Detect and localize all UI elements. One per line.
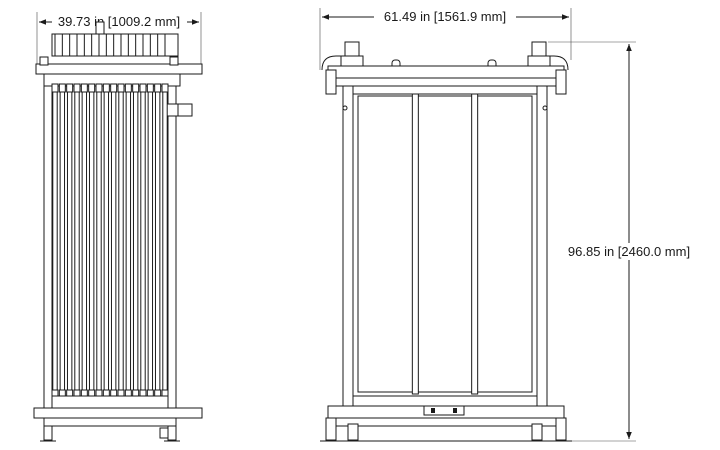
front-frame <box>342 85 548 423</box>
side-width-dimension: 39.73 in [1009.2 mm] <box>36 12 202 70</box>
front-bottom-header <box>320 395 572 442</box>
tube <box>58 83 66 399</box>
front-height-label: 96.85 in [2460.0 mm] <box>568 244 690 259</box>
tube <box>161 83 169 399</box>
side-top-header <box>35 21 203 87</box>
tube <box>132 83 140 399</box>
tube <box>66 83 74 399</box>
front-view: 61.49 in [1561.9 mm] 96.85 in [2460.0 mm… <box>319 8 696 442</box>
tube <box>95 83 103 399</box>
tube <box>80 83 88 399</box>
tube <box>139 83 147 399</box>
tube <box>88 83 96 399</box>
panel <box>476 95 533 393</box>
front-height-dimension: 96.85 in [2460.0 mm] <box>548 41 696 442</box>
panel-divider <box>411 93 419 395</box>
tube <box>73 83 81 399</box>
front-panel-group <box>357 93 533 395</box>
tube <box>146 83 154 399</box>
side-frame <box>43 85 193 417</box>
panel <box>416 95 474 393</box>
tube <box>110 83 118 399</box>
front-width-dimension: 61.49 in [1561.9 mm] <box>319 8 572 70</box>
side-tube-bundle <box>51 83 169 399</box>
side-bottom-header <box>33 395 203 442</box>
tube <box>102 83 110 399</box>
tube <box>154 83 162 399</box>
panel-divider <box>471 93 479 395</box>
front-width-label: 61.49 in [1561.9 mm] <box>384 9 506 24</box>
side-view: 39.73 in [1009.2 mm] <box>33 12 203 442</box>
tube <box>124 83 132 399</box>
tube <box>117 83 125 399</box>
side-width-label: 39.73 in [1009.2 mm] <box>58 14 180 29</box>
tube <box>51 83 59 399</box>
side-header-fins <box>54 34 166 56</box>
panel <box>357 95 414 393</box>
